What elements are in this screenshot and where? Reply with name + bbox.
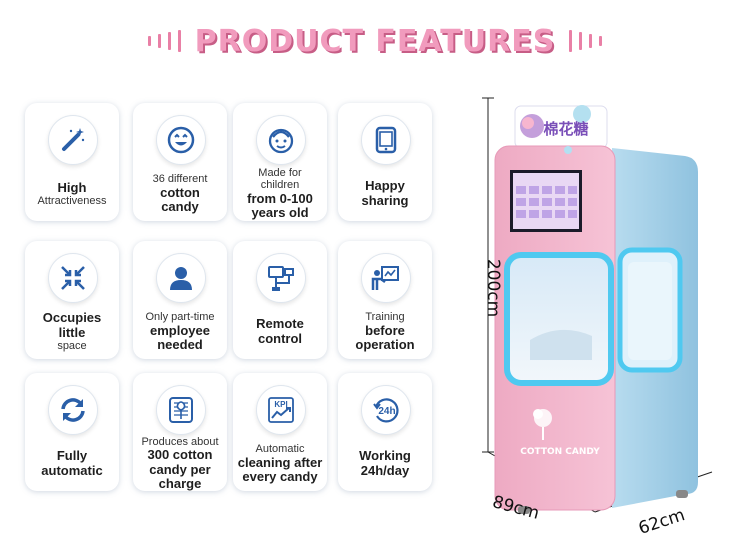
feature-line: Occupies bbox=[42, 310, 102, 326]
remote-network-icon bbox=[256, 253, 306, 303]
feature-line: every candy bbox=[242, 469, 318, 485]
page-title: PRODUCT FEATURES bbox=[194, 23, 556, 59]
feature-line: 300 cotton bbox=[147, 447, 213, 463]
feature-line: candy bbox=[161, 199, 199, 215]
presentation-icon bbox=[361, 253, 411, 303]
feature-line: needed bbox=[157, 337, 203, 353]
child-face-icon bbox=[256, 115, 306, 165]
person-icon bbox=[156, 253, 206, 303]
feature-line: control bbox=[257, 331, 303, 346]
left-decoration-bars bbox=[147, 30, 181, 52]
feature-line: sharing bbox=[361, 193, 409, 208]
machine-logo-text: 棉花糖 bbox=[543, 120, 588, 138]
feature-line: Remote bbox=[256, 316, 304, 332]
refresh-arrows-icon bbox=[48, 385, 98, 435]
feature-line: Attractiveness bbox=[37, 195, 107, 208]
kpi-chart-icon: KPI bbox=[256, 385, 306, 435]
feature-line: Produces about bbox=[141, 436, 219, 449]
cotton-candy-icon bbox=[156, 385, 206, 435]
feature-line: years old bbox=[251, 205, 309, 221]
magic-wand-icon bbox=[48, 115, 98, 165]
machine-panel-text: COTTON CANDY bbox=[520, 447, 600, 457]
smiley-face-icon bbox=[156, 115, 206, 165]
right-decoration-bars bbox=[569, 30, 603, 52]
feature-line: before bbox=[365, 322, 405, 338]
feature-line: automatic bbox=[41, 463, 103, 478]
feature-line: Training bbox=[365, 311, 405, 324]
clock-24h-icon: 24h bbox=[361, 385, 411, 435]
feature-line: Fully bbox=[56, 448, 88, 464]
feature-line: space bbox=[57, 340, 87, 353]
kpi-label: KPI bbox=[274, 400, 287, 409]
feature-line: 24h/day bbox=[360, 463, 410, 478]
cotton-candy-machine: 棉花糖 COTTON CANDY 200cm 89cm 62cm bbox=[480, 90, 750, 550]
feature-line: Automatic bbox=[255, 443, 305, 456]
height-dimension: 200cm bbox=[483, 258, 504, 318]
shrink-arrows-icon bbox=[48, 253, 98, 303]
feature-line: Only part-time bbox=[145, 311, 215, 324]
feature-line: cotton bbox=[160, 184, 200, 200]
features-header: PRODUCT FEATURES bbox=[0, 18, 750, 64]
feature-line: employee bbox=[150, 322, 210, 338]
feature-line: Working bbox=[359, 448, 411, 464]
tablet-icon bbox=[361, 115, 411, 165]
feature-line: from 0-100 bbox=[247, 190, 313, 206]
feature-line: candy per bbox=[149, 461, 211, 477]
feature-line: High bbox=[57, 179, 87, 195]
feature-line: children bbox=[260, 179, 300, 192]
feature-line: Happy bbox=[365, 178, 405, 194]
feature-line: cleaning after bbox=[237, 454, 323, 470]
feature-line: operation bbox=[355, 337, 415, 353]
clock-label: 24h bbox=[378, 406, 395, 417]
feature-line: 36 different bbox=[152, 173, 208, 186]
feature-line: charge bbox=[158, 476, 202, 492]
feature-line: little bbox=[58, 324, 86, 340]
feature-line: Made for bbox=[258, 167, 302, 180]
